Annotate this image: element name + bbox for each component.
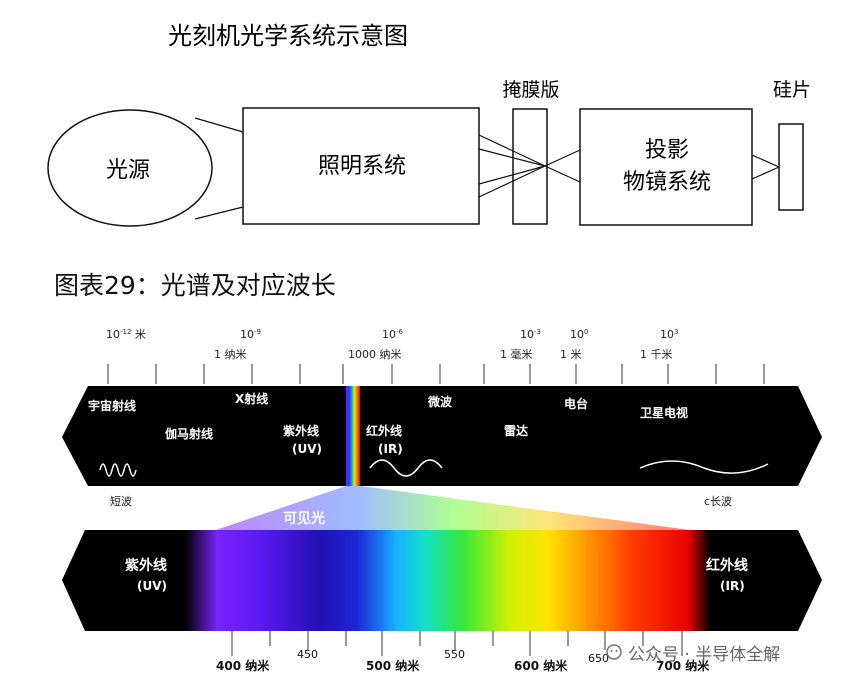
lower-ir-line1: 红外线 bbox=[706, 557, 748, 574]
visible-strip bbox=[346, 386, 360, 486]
scale-unit-mm: 1 毫米 bbox=[500, 347, 533, 361]
connector-line bbox=[194, 206, 244, 220]
short-wave-label: 短波 bbox=[110, 494, 132, 508]
scale-unit-km: 1 千米 bbox=[640, 348, 673, 361]
scale-label-1e-3: 10-3 bbox=[520, 328, 541, 341]
scale-label-1e-9: 10-9 bbox=[240, 328, 261, 341]
visible-light-label: 可见光 bbox=[283, 510, 325, 527]
light-ray bbox=[478, 165, 546, 185]
scale-powers: 10-12 米 10-9 10-6 10-3 100 103 bbox=[106, 328, 678, 341]
light-ray bbox=[751, 154, 780, 168]
long-wave-icon bbox=[639, 460, 769, 474]
light-ray bbox=[544, 149, 581, 167]
optical-system-diagram: 光刻机光学系统示意图 光源 照明系统 掩膜版 投影 物镜系统 硅片 bbox=[0, 0, 862, 250]
em-spectrum-band bbox=[62, 386, 822, 486]
lower-uv-line1: 紫外线 bbox=[125, 557, 167, 574]
projection-label-line2: 物镜系统 bbox=[623, 170, 711, 195]
scale-label-1e-12: 10-12 米 bbox=[106, 328, 146, 341]
light-ray bbox=[478, 165, 546, 198]
band-ir-line2: (IR) bbox=[378, 442, 403, 456]
scale-unit-m: 1 米 bbox=[560, 348, 582, 361]
medium-wave-icon bbox=[369, 459, 443, 477]
wavelength-600: 600 纳米 bbox=[514, 658, 568, 673]
wavelength-650: 650 bbox=[588, 652, 609, 665]
wafer-label: 硅片 bbox=[773, 79, 811, 101]
wavelength-ticks bbox=[231, 631, 683, 656]
visible-gradient bbox=[216, 530, 690, 631]
illumination-system-label: 照明系统 bbox=[318, 154, 406, 179]
scale-unit-nm: 1 纳米 bbox=[214, 348, 247, 361]
wavelength-400: 400 纳米 bbox=[216, 658, 270, 673]
projection-label-line1: 投影 bbox=[645, 138, 689, 163]
ir-gradient bbox=[688, 530, 710, 631]
wavelength-450: 450 bbox=[297, 648, 318, 661]
mask-label: 掩膜版 bbox=[502, 79, 559, 101]
band-uv-line2: (UV) bbox=[292, 442, 322, 456]
scale-units: 1 纳米 1000 纳米 1 毫米 1 米 1 千米 bbox=[214, 347, 673, 361]
mask-plate bbox=[512, 108, 548, 225]
wavelength-500: 500 纳米 bbox=[366, 658, 420, 673]
short-wave-icon bbox=[99, 463, 137, 477]
light-source-label: 光源 bbox=[106, 158, 150, 183]
wafer bbox=[778, 123, 804, 211]
projection-objective-box bbox=[579, 108, 753, 226]
visible-light-fan bbox=[216, 486, 690, 530]
wavelength-700: 700 纳米 bbox=[656, 658, 710, 673]
band-radar: 雷达 bbox=[504, 423, 528, 438]
wechat-icon bbox=[606, 644, 622, 660]
band-ir-line1: 红外线 bbox=[366, 423, 402, 438]
band-radio: 电台 bbox=[564, 396, 588, 411]
scale-label-1e-6: 10-6 bbox=[382, 328, 404, 341]
light-ray bbox=[544, 165, 581, 183]
light-ray bbox=[478, 148, 546, 167]
band-satellite-tv: 卫星电视 bbox=[640, 405, 688, 420]
scale-label-1e0: 100 bbox=[570, 328, 588, 341]
spectrum-figure: 10-12 米 10-9 10-6 10-3 100 103 1 纳米 1000… bbox=[0, 320, 862, 685]
scale-label-1e3: 103 bbox=[660, 328, 678, 341]
band-gamma-rays: 伽马射线 bbox=[165, 426, 213, 441]
light-source-ellipse bbox=[47, 109, 213, 227]
connector-line bbox=[194, 117, 244, 133]
light-ray bbox=[751, 166, 780, 180]
illumination-system-box bbox=[242, 107, 480, 225]
scale-ticks bbox=[107, 364, 765, 384]
long-wave-label: c长波 bbox=[704, 495, 732, 508]
scale-unit-1000nm: 1000 纳米 bbox=[348, 348, 402, 361]
section-title: 图表29：光谱及对应波长 bbox=[54, 271, 336, 300]
light-ray bbox=[478, 134, 546, 167]
band-uv-line1: 紫外线 bbox=[283, 423, 319, 438]
diagram-title: 光刻机光学系统示意图 bbox=[168, 22, 408, 50]
wavelength-550: 550 bbox=[444, 648, 465, 661]
band-x-rays: X射线 bbox=[235, 391, 268, 406]
watermark-text: 公众号 · 半导体全解 bbox=[628, 644, 781, 665]
watermark: 公众号 · 半导体全解 bbox=[606, 640, 781, 665]
band-microwave: 微波 bbox=[427, 394, 453, 409]
band-cosmic-rays: 宇宙射线 bbox=[88, 398, 136, 413]
lower-ir-line2: (IR) bbox=[720, 579, 745, 593]
lower-uv-line2: (UV) bbox=[137, 579, 167, 593]
uv-gradient bbox=[185, 530, 218, 631]
